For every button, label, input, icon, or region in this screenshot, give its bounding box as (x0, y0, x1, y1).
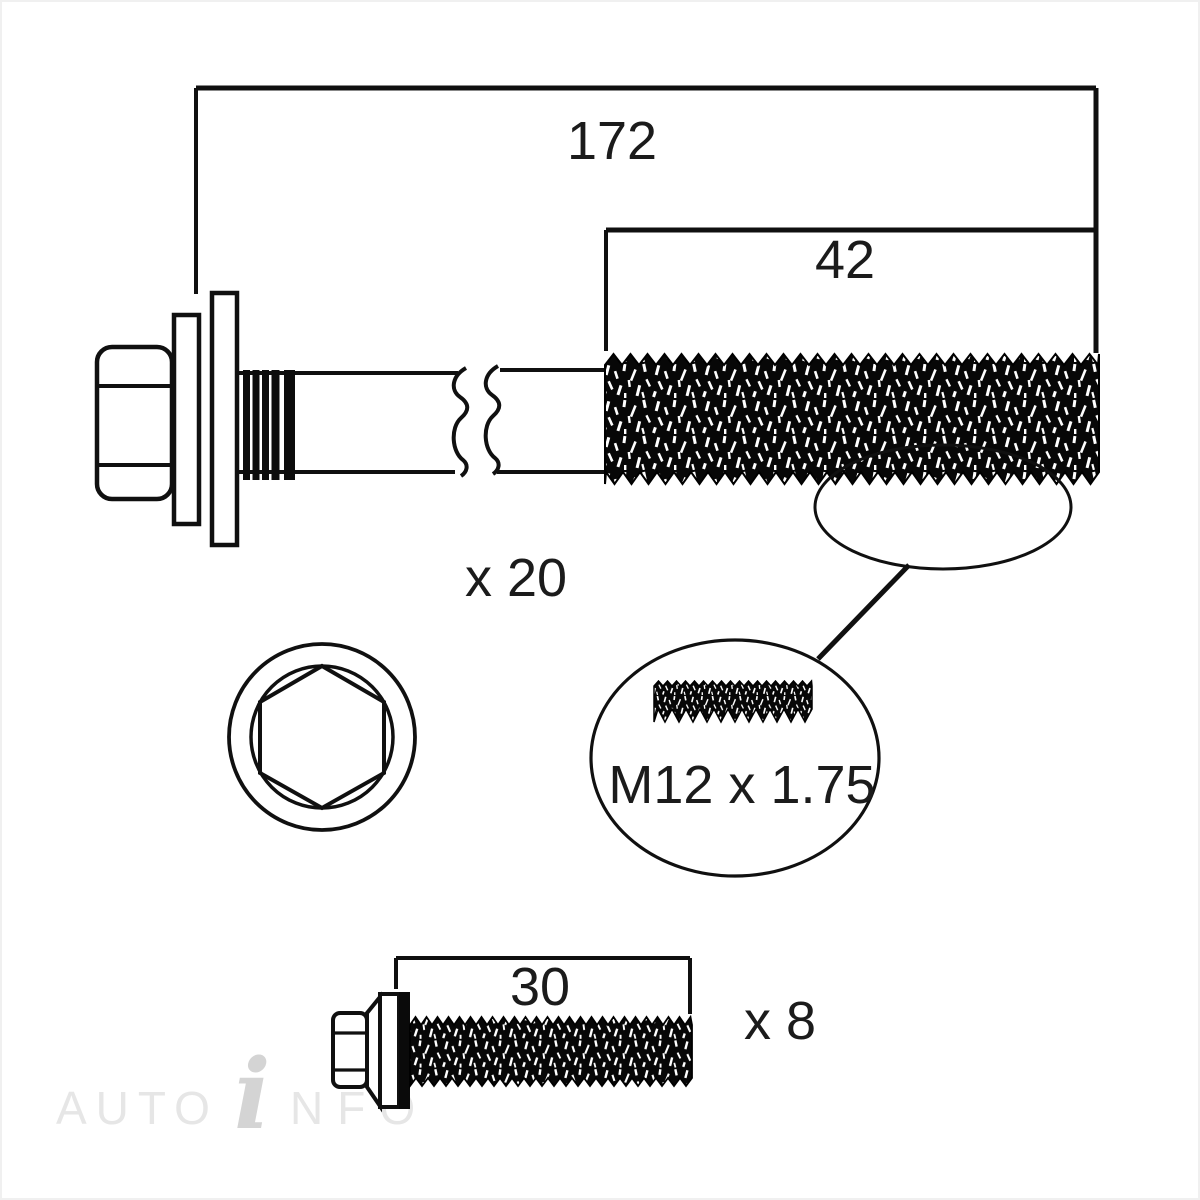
hex-head-end-view (227, 642, 417, 832)
thread-spec-label: M12 x 1.75 (608, 755, 875, 815)
serration-bar (284, 370, 295, 480)
thread-detail-callout: M12 x 1.75 (589, 638, 881, 878)
small-bolt-thread (409, 1014, 693, 1089)
serration-bar (243, 370, 250, 480)
small-bolt-side-view (331, 991, 693, 1113)
callout-circle (589, 638, 881, 878)
washer-flange (171, 312, 202, 527)
small-bolt-washer-edge (399, 992, 410, 1109)
main-bolt-hex-head (94, 344, 175, 502)
watermark-text-auto: AUTO (56, 1082, 219, 1134)
washer-plate (209, 290, 240, 548)
dimension-42: 42 (604, 227, 1096, 351)
watermark-letter-i: i (234, 1038, 270, 1151)
small-bolt-washer (378, 992, 401, 1109)
thread-detail-ellipse (813, 443, 1073, 571)
head-inner-circle (249, 664, 395, 810)
head-serrations (243, 370, 295, 480)
callout-thread-sketch (653, 679, 813, 724)
serration-bar (262, 370, 269, 480)
small-bolt-hex-head (331, 1011, 369, 1089)
shank-break-squiggle-left (451, 366, 470, 478)
quantity-label-small-bolt: x 8 (744, 991, 816, 1051)
dimension-label-172: 172 (567, 111, 657, 171)
serration-bar (252, 370, 260, 480)
dimension-172: 172 (194, 85, 1099, 353)
quantity-label-main-bolt: x 20 (465, 548, 567, 608)
thread-detail-leader-line (816, 563, 911, 661)
dimension-30: 30 (394, 956, 692, 1017)
hex-socket-outline (258, 663, 386, 811)
dimension-label-30: 30 (510, 957, 570, 1017)
head-outer-circle (227, 642, 417, 832)
dimension-label-42: 42 (815, 230, 875, 290)
serration-bar (271, 370, 280, 480)
main-bolt-thread (604, 352, 1100, 486)
shank-break-squiggle-right (483, 364, 502, 476)
main-bolt-side-view (94, 290, 1100, 548)
